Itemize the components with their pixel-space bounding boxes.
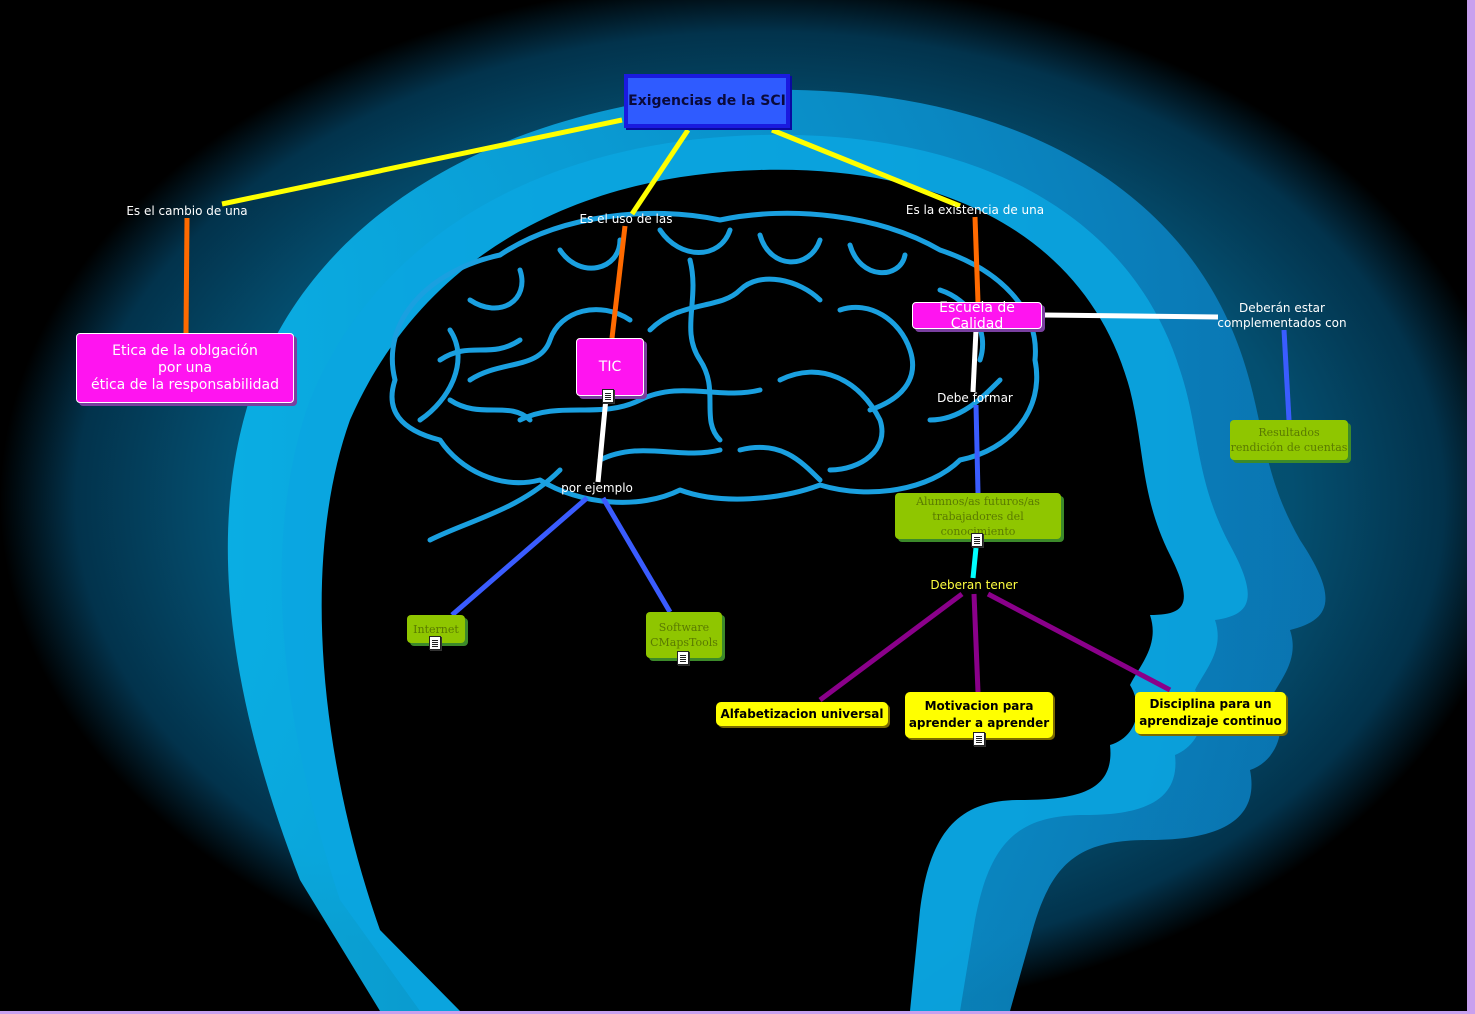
motivacion-document-icon[interactable] — [973, 732, 985, 746]
disciplina-label-line-2: aprendizaje continuo — [1139, 714, 1282, 728]
software-concept-node[interactable]: Software CMapsTools — [646, 612, 722, 658]
linking-phrase-complementados[interactable]: Deberán estar complementados con — [1217, 301, 1346, 331]
linking-phrase-existencia[interactable]: Es la existencia de una — [905, 203, 1045, 217]
linking-phrase-por-ejemplo[interactable]: por ejemplo — [561, 481, 633, 495]
internet-document-icon[interactable] — [429, 636, 441, 650]
purple-links — [818, 591, 1172, 703]
tic-label: TIC — [598, 359, 622, 375]
right-window-border — [1467, 0, 1475, 1014]
alumnos-label-line-1: Alumnos/as futuros/as — [916, 494, 1040, 508]
alumnos-concept-node[interactable]: Alumnos/as futuros/as trabajadores del c… — [895, 493, 1061, 539]
linking-phrase-uso[interactable]: Es el uso de las — [579, 212, 673, 226]
brain-illustration — [389, 210, 1040, 543]
orange-links — [183, 216, 981, 339]
root-concept-label: Exigencias de la SCI — [628, 93, 786, 109]
linking-phrase-debe-formar[interactable]: Debe formar — [937, 391, 1013, 405]
resultados-concept-node[interactable]: Resultados rendición de cuentas — [1230, 420, 1348, 460]
software-label-line-2: CMapsTools — [650, 636, 718, 649]
yellow-links — [221, 117, 961, 216]
white-links — [595, 312, 1219, 483]
alfabetizacion-label: Alfabetizacion universal — [720, 706, 884, 721]
alumnos-label-line-2: trabajadores del conocimiento — [932, 509, 1024, 538]
escuela-concept-node[interactable]: Escuela de Calidad — [912, 299, 1042, 332]
software-label-line-1: Software — [658, 621, 710, 634]
motivacion-concept-node[interactable]: Motivacion para aprender a aprender — [905, 692, 1053, 738]
etica-label-line-1: Etica de la oblgación — [112, 342, 258, 359]
resultados-label-line-2: rendición de cuentas — [1230, 441, 1348, 454]
cyan-links — [970, 547, 979, 579]
tic-concept-node[interactable]: TIC — [576, 338, 644, 396]
escuela-label: Escuela de Calidad — [939, 299, 1015, 332]
root-concept-node[interactable]: Exigencias de la SCI — [624, 74, 790, 128]
etica-label-line-3: ética de la responsabilidad — [90, 376, 280, 393]
motivacion-label-line-2: aprender a aprender — [908, 716, 1050, 730]
motivacion-label-line-1: Motivacion para — [924, 699, 1034, 713]
linking-phrase-deberan-tener[interactable]: Deberan tener — [930, 578, 1018, 592]
software-document-icon[interactable] — [677, 651, 689, 665]
disciplina-concept-node[interactable]: Disciplina para un aprendizaje continuo — [1135, 692, 1286, 734]
resultados-label-line-1: Resultados — [1258, 426, 1320, 439]
tic-document-icon[interactable] — [602, 389, 614, 403]
etica-concept-node[interactable]: Etica de la oblgación por una ética de l… — [76, 333, 294, 403]
inner-head-silhouette — [321, 169, 1184, 1011]
etica-label-line-2: por una — [158, 359, 212, 376]
complementados-line-1: Deberán estar — [1239, 301, 1325, 315]
linking-phrase-cambio[interactable]: Es el cambio de una — [126, 204, 248, 218]
internet-label: Internet — [413, 622, 459, 636]
complementados-line-2: complementados con — [1217, 316, 1347, 330]
bottom-window-border — [0, 1011, 1475, 1014]
alumnos-document-icon[interactable] — [971, 533, 983, 547]
disciplina-label-line-1: Disciplina para un — [1149, 697, 1272, 711]
alfabetizacion-concept-node[interactable]: Alfabetizacion universal — [716, 702, 888, 726]
blue-links — [450, 329, 1292, 617]
